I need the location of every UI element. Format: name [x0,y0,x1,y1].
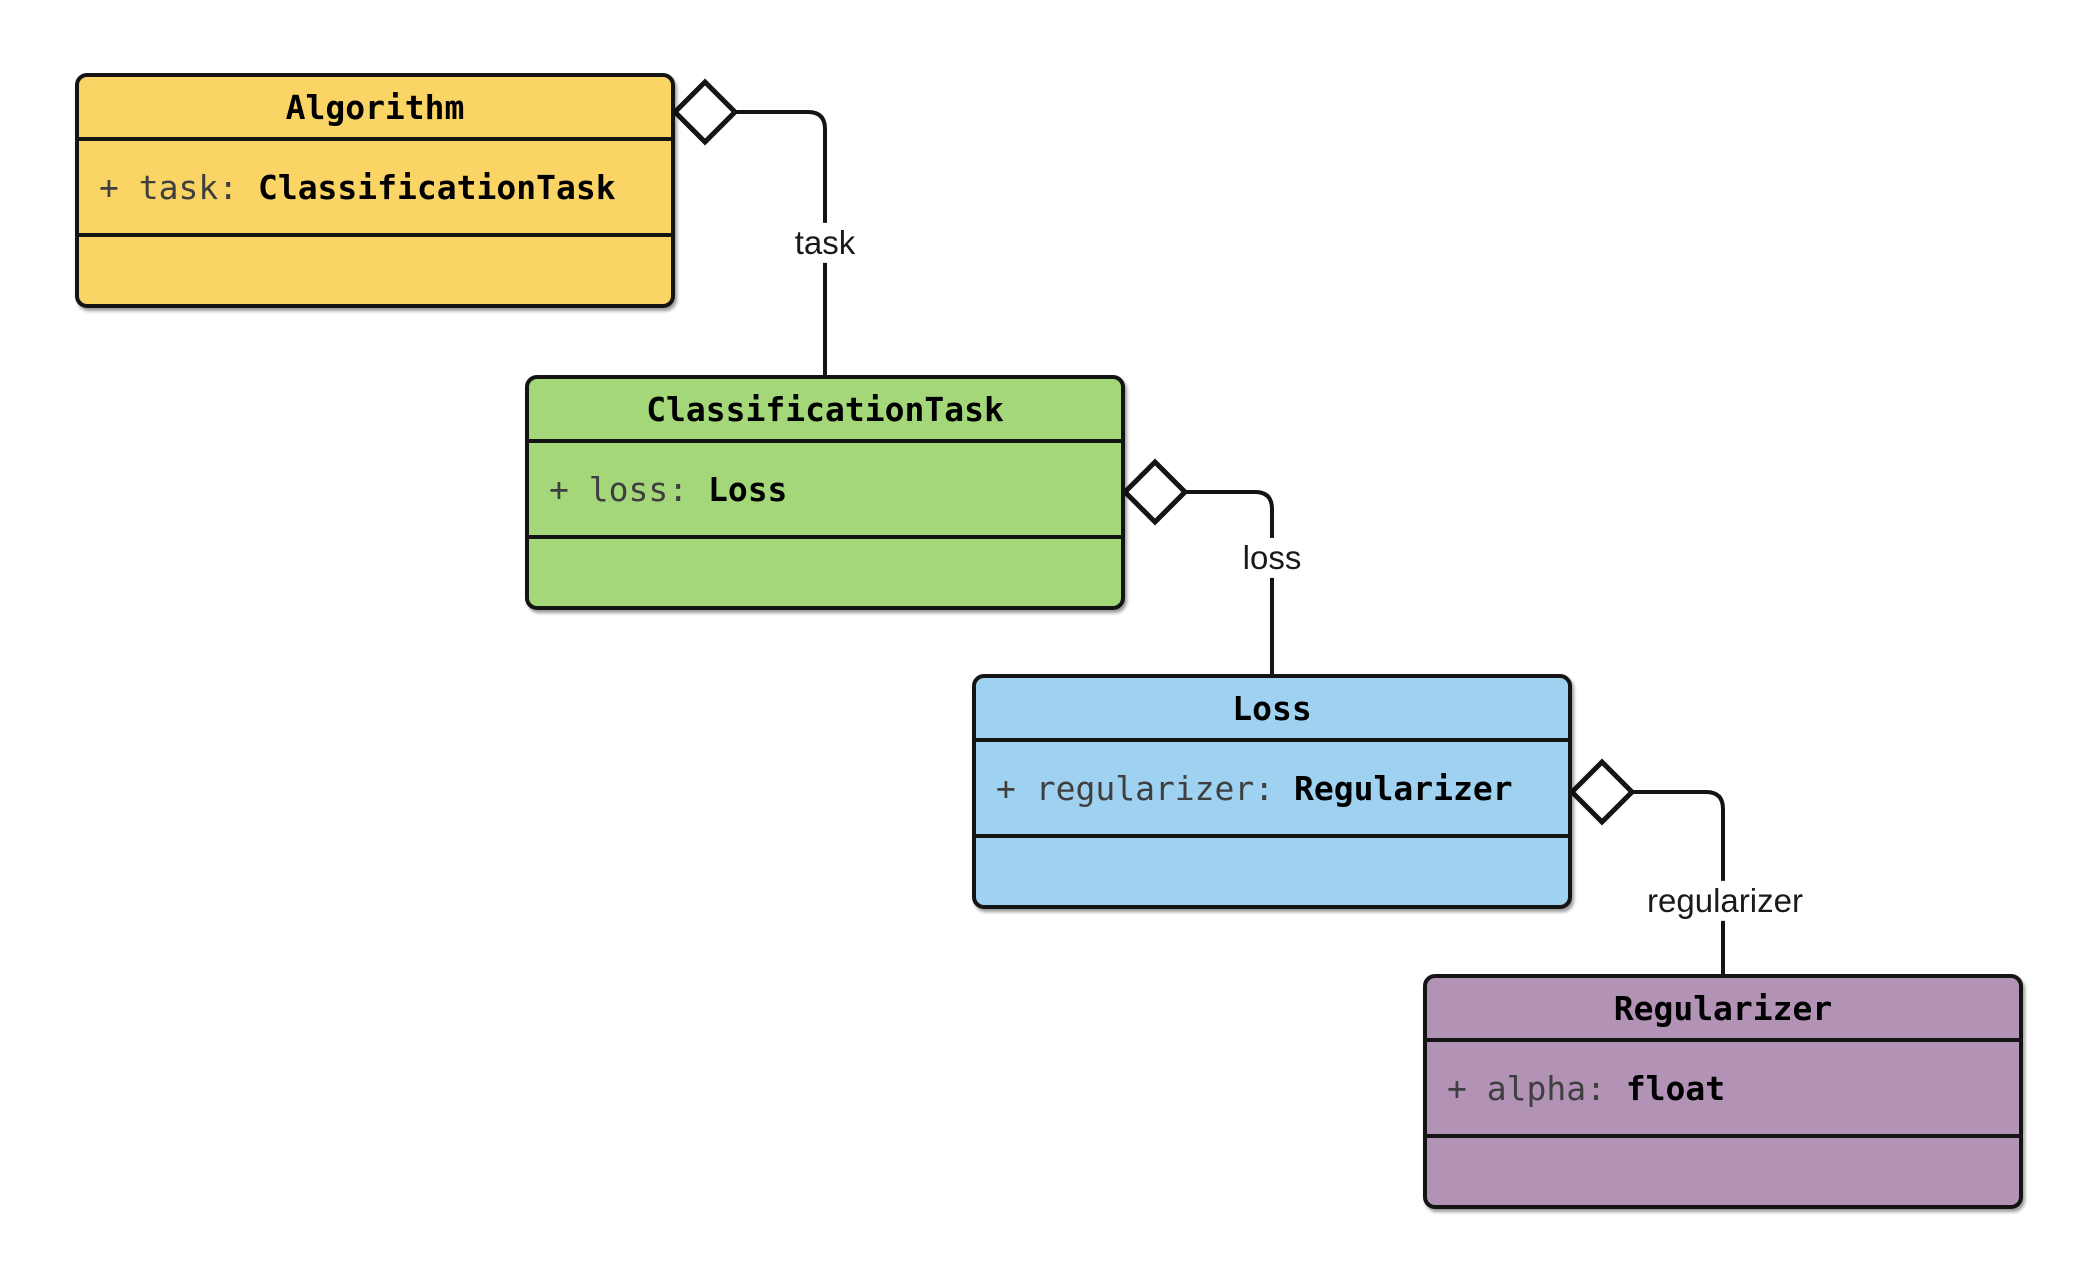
connector-loss [1185,490,1274,675]
class-box-classificationtask: ClassificationTask + loss: Loss [525,375,1125,610]
connector-regularizer [1632,790,1725,975]
attribute-name: + loss: [549,469,708,509]
aggregation-diamond-loss [1121,458,1189,526]
class-methods-empty [1427,1134,2019,1205]
class-box-loss: Loss + regularizer: Regularizer [972,674,1572,909]
attribute-name: + alpha: [1447,1068,1626,1108]
class-methods-empty [976,834,1568,905]
class-attributes: + regularizer: Regularizer [976,738,1568,834]
aggregation-diamond-task [671,78,739,146]
attribute-type: ClassificationTask [257,167,616,207]
class-methods-empty [529,535,1121,606]
class-attributes: + alpha: float [1427,1038,2019,1134]
edge-label-regularizer: regularizer [1638,880,1812,922]
connector-task [735,110,827,375]
edge-label-loss: loss [1233,537,1311,579]
class-box-regularizer: Regularizer + alpha: float [1423,974,2023,1209]
class-methods-empty [79,233,671,304]
attribute-type: Loss [707,469,788,509]
class-title: ClassificationTask [646,389,1004,429]
class-attributes: + task: ClassificationTask [79,137,671,233]
class-title: Loss [1232,688,1312,728]
aggregation-diamond-regularizer [1568,758,1636,826]
attribute-type: Regularizer [1294,768,1513,808]
attribute-name: + task: [99,167,258,207]
class-title: Regularizer [1613,988,1833,1028]
class-attributes: + loss: Loss [529,439,1121,535]
class-box-algorithm: Algorithm + task: ClassificationTask [75,73,675,308]
class-title: Algorithm [285,87,465,127]
edge-label-task: task [785,222,865,264]
attribute-type: float [1625,1068,1726,1108]
attribute-name: + regularizer: [996,768,1295,808]
